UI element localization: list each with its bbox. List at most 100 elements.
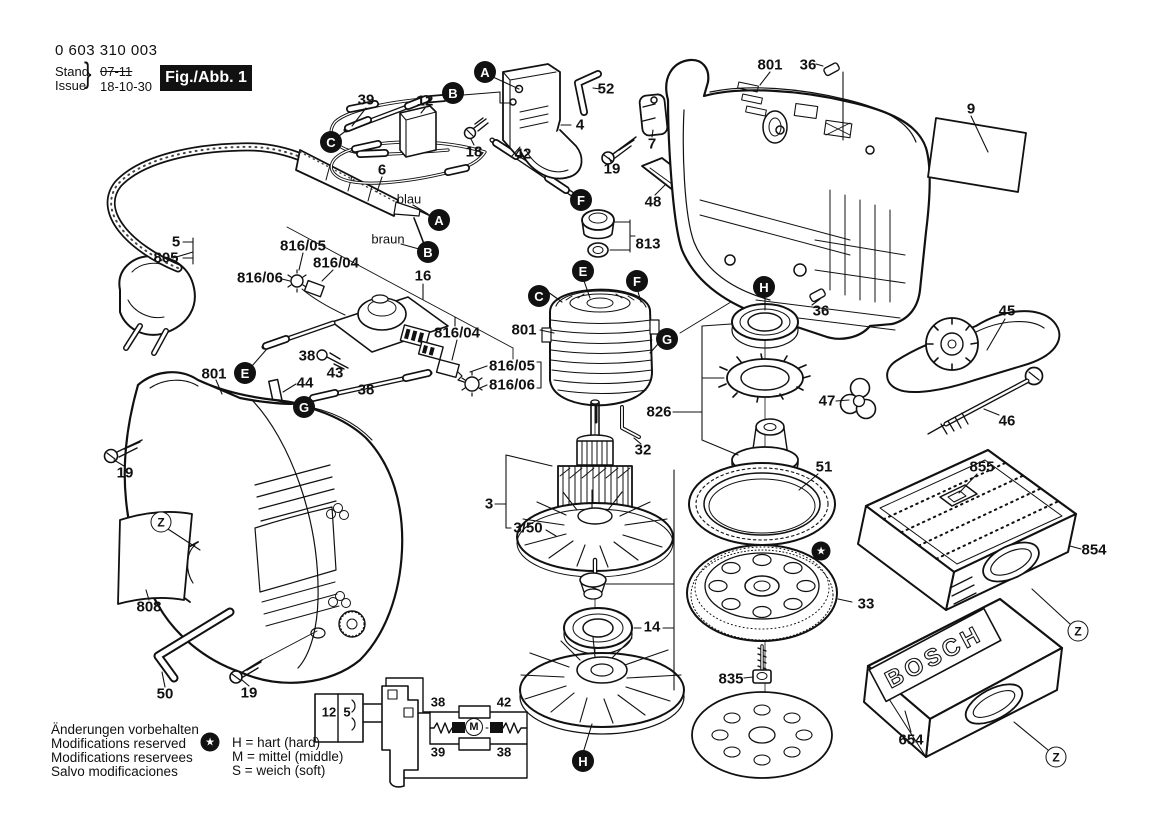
part-number-16: 16 (414, 267, 432, 285)
part-number-43: 43 (326, 364, 344, 382)
note-line: Salvo modificaciones (51, 764, 178, 779)
note-line: Änderungen vorbehalten (51, 722, 199, 737)
part-number-12: 12 (321, 704, 337, 720)
part-number-3: 3 (484, 495, 494, 513)
part-number-42: 42 (496, 694, 512, 710)
issue-date: 18-10-30 (100, 79, 153, 94)
part-number-52: 52 (597, 80, 615, 98)
stand-date-old: 07-11 (100, 64, 133, 79)
part-number-801: 801 (511, 321, 537, 339)
part-number-19: 19 (116, 464, 134, 482)
fan-h (519, 636, 685, 735)
screw-19-bottom (229, 630, 318, 684)
part-number-47: 47 (818, 392, 836, 410)
part-number-801: 801 (201, 365, 227, 383)
part-number-826: 826 (646, 403, 672, 421)
part-number-6: 6 (377, 161, 387, 179)
leader-lines (113, 63, 1082, 754)
legend-soft: S = weich (soft) (232, 763, 326, 778)
clamp-7 (638, 93, 669, 137)
assembly-ref-G: G (293, 396, 315, 418)
wire-color-label-braun: braun (371, 231, 405, 247)
assembly-ref-A: A (428, 209, 450, 231)
part-number-46: 46 (998, 412, 1016, 430)
sanding-sheet (691, 691, 833, 779)
sander-body-801-left (123, 371, 404, 684)
part-number-38: 38 (496, 744, 512, 760)
part-number-816-05: 816/05 (280, 237, 326, 255)
hardness-marker: ★ (811, 541, 831, 561)
assembly-ref-F: F (570, 189, 592, 211)
part-number-813: 813 (635, 235, 661, 253)
assembly-ref-F: F (626, 270, 648, 292)
part-number-5: 5 (343, 704, 351, 720)
pin-32 (620, 405, 641, 439)
section-ref-z: Z (1067, 620, 1089, 642)
assembly-ref-E: E (572, 260, 594, 282)
part-number-816-06: 816/06 (489, 376, 535, 394)
part-number-816-04: 816/04 (313, 254, 359, 272)
part-number-7: 7 (647, 135, 657, 153)
part-number-45: 45 (998, 302, 1016, 320)
carbon-brush-set-a (287, 269, 346, 316)
part-number-18: 18 (465, 143, 483, 161)
part-number-12: 12 (416, 92, 434, 110)
part-number-44: 44 (296, 374, 314, 392)
dust-bag-654: BOSCH (863, 597, 1064, 758)
handle-45 (886, 310, 1061, 394)
assembly-ref-H: H (753, 276, 775, 298)
assembly-ref-B: B (417, 241, 439, 263)
assembly-ref-E: E (234, 362, 256, 384)
motor-symbol: M (465, 718, 483, 736)
part-number-5: 5 (171, 233, 181, 251)
part-number-3-50: 3/50 (513, 519, 543, 537)
part-number-816-05: 816/05 (489, 357, 535, 375)
part-number-4: 4 (575, 116, 585, 134)
filter-clip-855 (939, 484, 978, 507)
dust-box-854 (857, 448, 1078, 611)
part-number-38: 38 (430, 694, 446, 710)
housing-half-801-top (665, 58, 931, 340)
part-number-50: 50 (156, 685, 174, 703)
part-number-9: 9 (966, 100, 976, 118)
part-number-42: 42 (514, 145, 532, 163)
part-number-38: 38 (298, 347, 316, 365)
issue-label: Issue (55, 78, 87, 93)
part-number-36: 36 (799, 56, 817, 74)
section-ref-z: Z (150, 511, 172, 533)
assembly-ref-G: G (656, 328, 678, 350)
note-line: Modifications reservees (51, 750, 193, 765)
date-brace: } (84, 57, 92, 90)
part-number-808: 808 (136, 598, 162, 616)
seal-ring-51 (688, 462, 836, 546)
part-number-855: 855 (969, 458, 995, 476)
stand-label: Stand (55, 64, 89, 79)
terminal-wires-and-block-12 (329, 94, 575, 197)
part-number-38: 38 (357, 381, 375, 399)
part-number-48: 48 (644, 193, 662, 211)
pin-36-top (823, 62, 840, 77)
assembly-ref-C: C (320, 131, 342, 153)
part-number-816-06: 816/06 (237, 269, 283, 287)
part-number-854: 854 (1081, 541, 1107, 559)
carbon-brush-set-b (435, 358, 483, 397)
figure-title-box: Fig./Abb. 1 (160, 65, 252, 91)
armature-3 (516, 399, 674, 655)
wire-color-label-blau: blau (396, 191, 422, 207)
part-number-39: 39 (430, 744, 446, 760)
part-number-14: 14 (643, 618, 661, 636)
part-number-816-04: 816/04 (434, 324, 480, 342)
screw-835 (752, 644, 772, 684)
switch-4 (502, 63, 583, 180)
assembly-ref-A: A (474, 61, 496, 83)
part-number-805: 805 (153, 249, 179, 267)
part-number-51: 51 (815, 458, 833, 476)
assembly-ref-C: C (528, 285, 550, 307)
stator-801 (541, 288, 660, 424)
screw-46 (927, 366, 1044, 435)
part-number-36: 36 (812, 302, 830, 320)
part-number-835: 835 (718, 670, 744, 688)
part-number-19: 19 (240, 684, 258, 702)
part-number-33: 33 (857, 595, 875, 613)
